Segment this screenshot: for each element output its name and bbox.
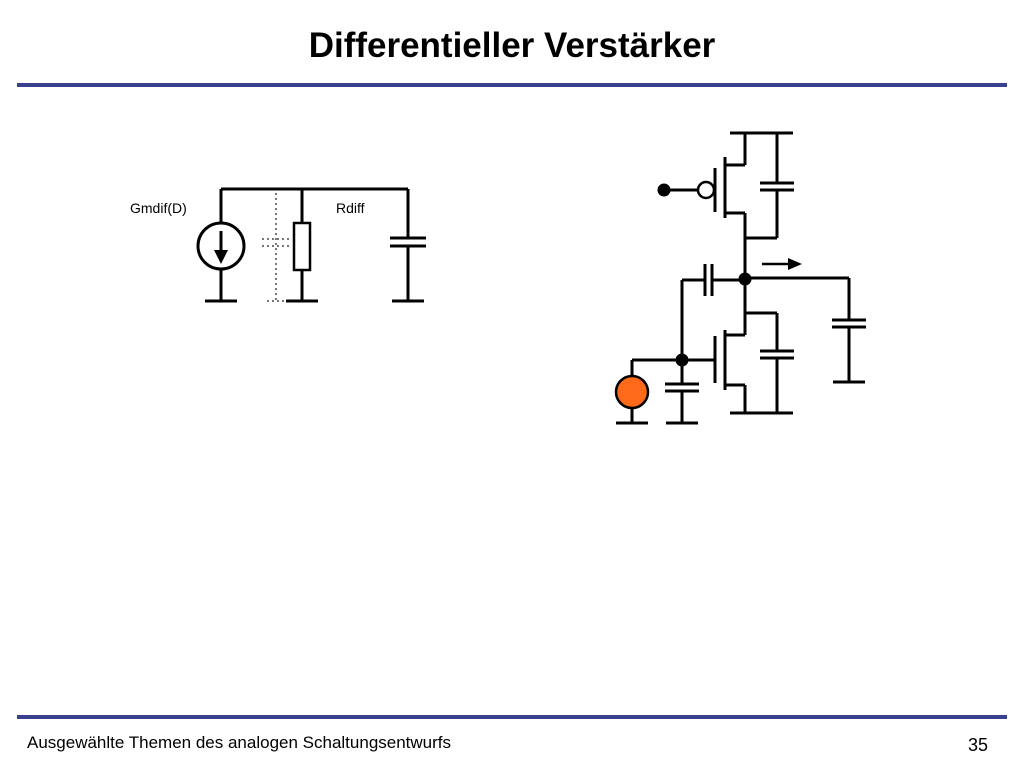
slide-title: Differentieller Verstärker xyxy=(308,26,716,65)
resistor-symbol xyxy=(292,221,312,272)
footer-text: Ausgewählte Themen des analogen Schaltun… xyxy=(27,733,452,752)
bias-input-dot xyxy=(657,183,671,197)
resistor-label: Rdiff xyxy=(336,200,365,216)
circuit-diagram: Gmdif(D) Rdiff xyxy=(130,131,866,425)
current-source-arrow-head xyxy=(214,250,228,264)
page-number: 35 xyxy=(967,735,988,755)
current-source-label: Gmdif(D) xyxy=(130,200,187,216)
output-arrow-icon xyxy=(762,258,802,270)
input-source xyxy=(614,374,650,410)
title-rule xyxy=(17,83,1007,87)
amplifier-circuit xyxy=(616,131,866,425)
equivalent-circuit xyxy=(196,187,426,303)
pmos-gate-bubble xyxy=(696,180,716,200)
output-node-dot xyxy=(738,272,752,286)
dotted-resistor xyxy=(262,193,290,302)
gate-node-dot xyxy=(675,353,689,367)
footer-rule xyxy=(17,715,1007,719)
